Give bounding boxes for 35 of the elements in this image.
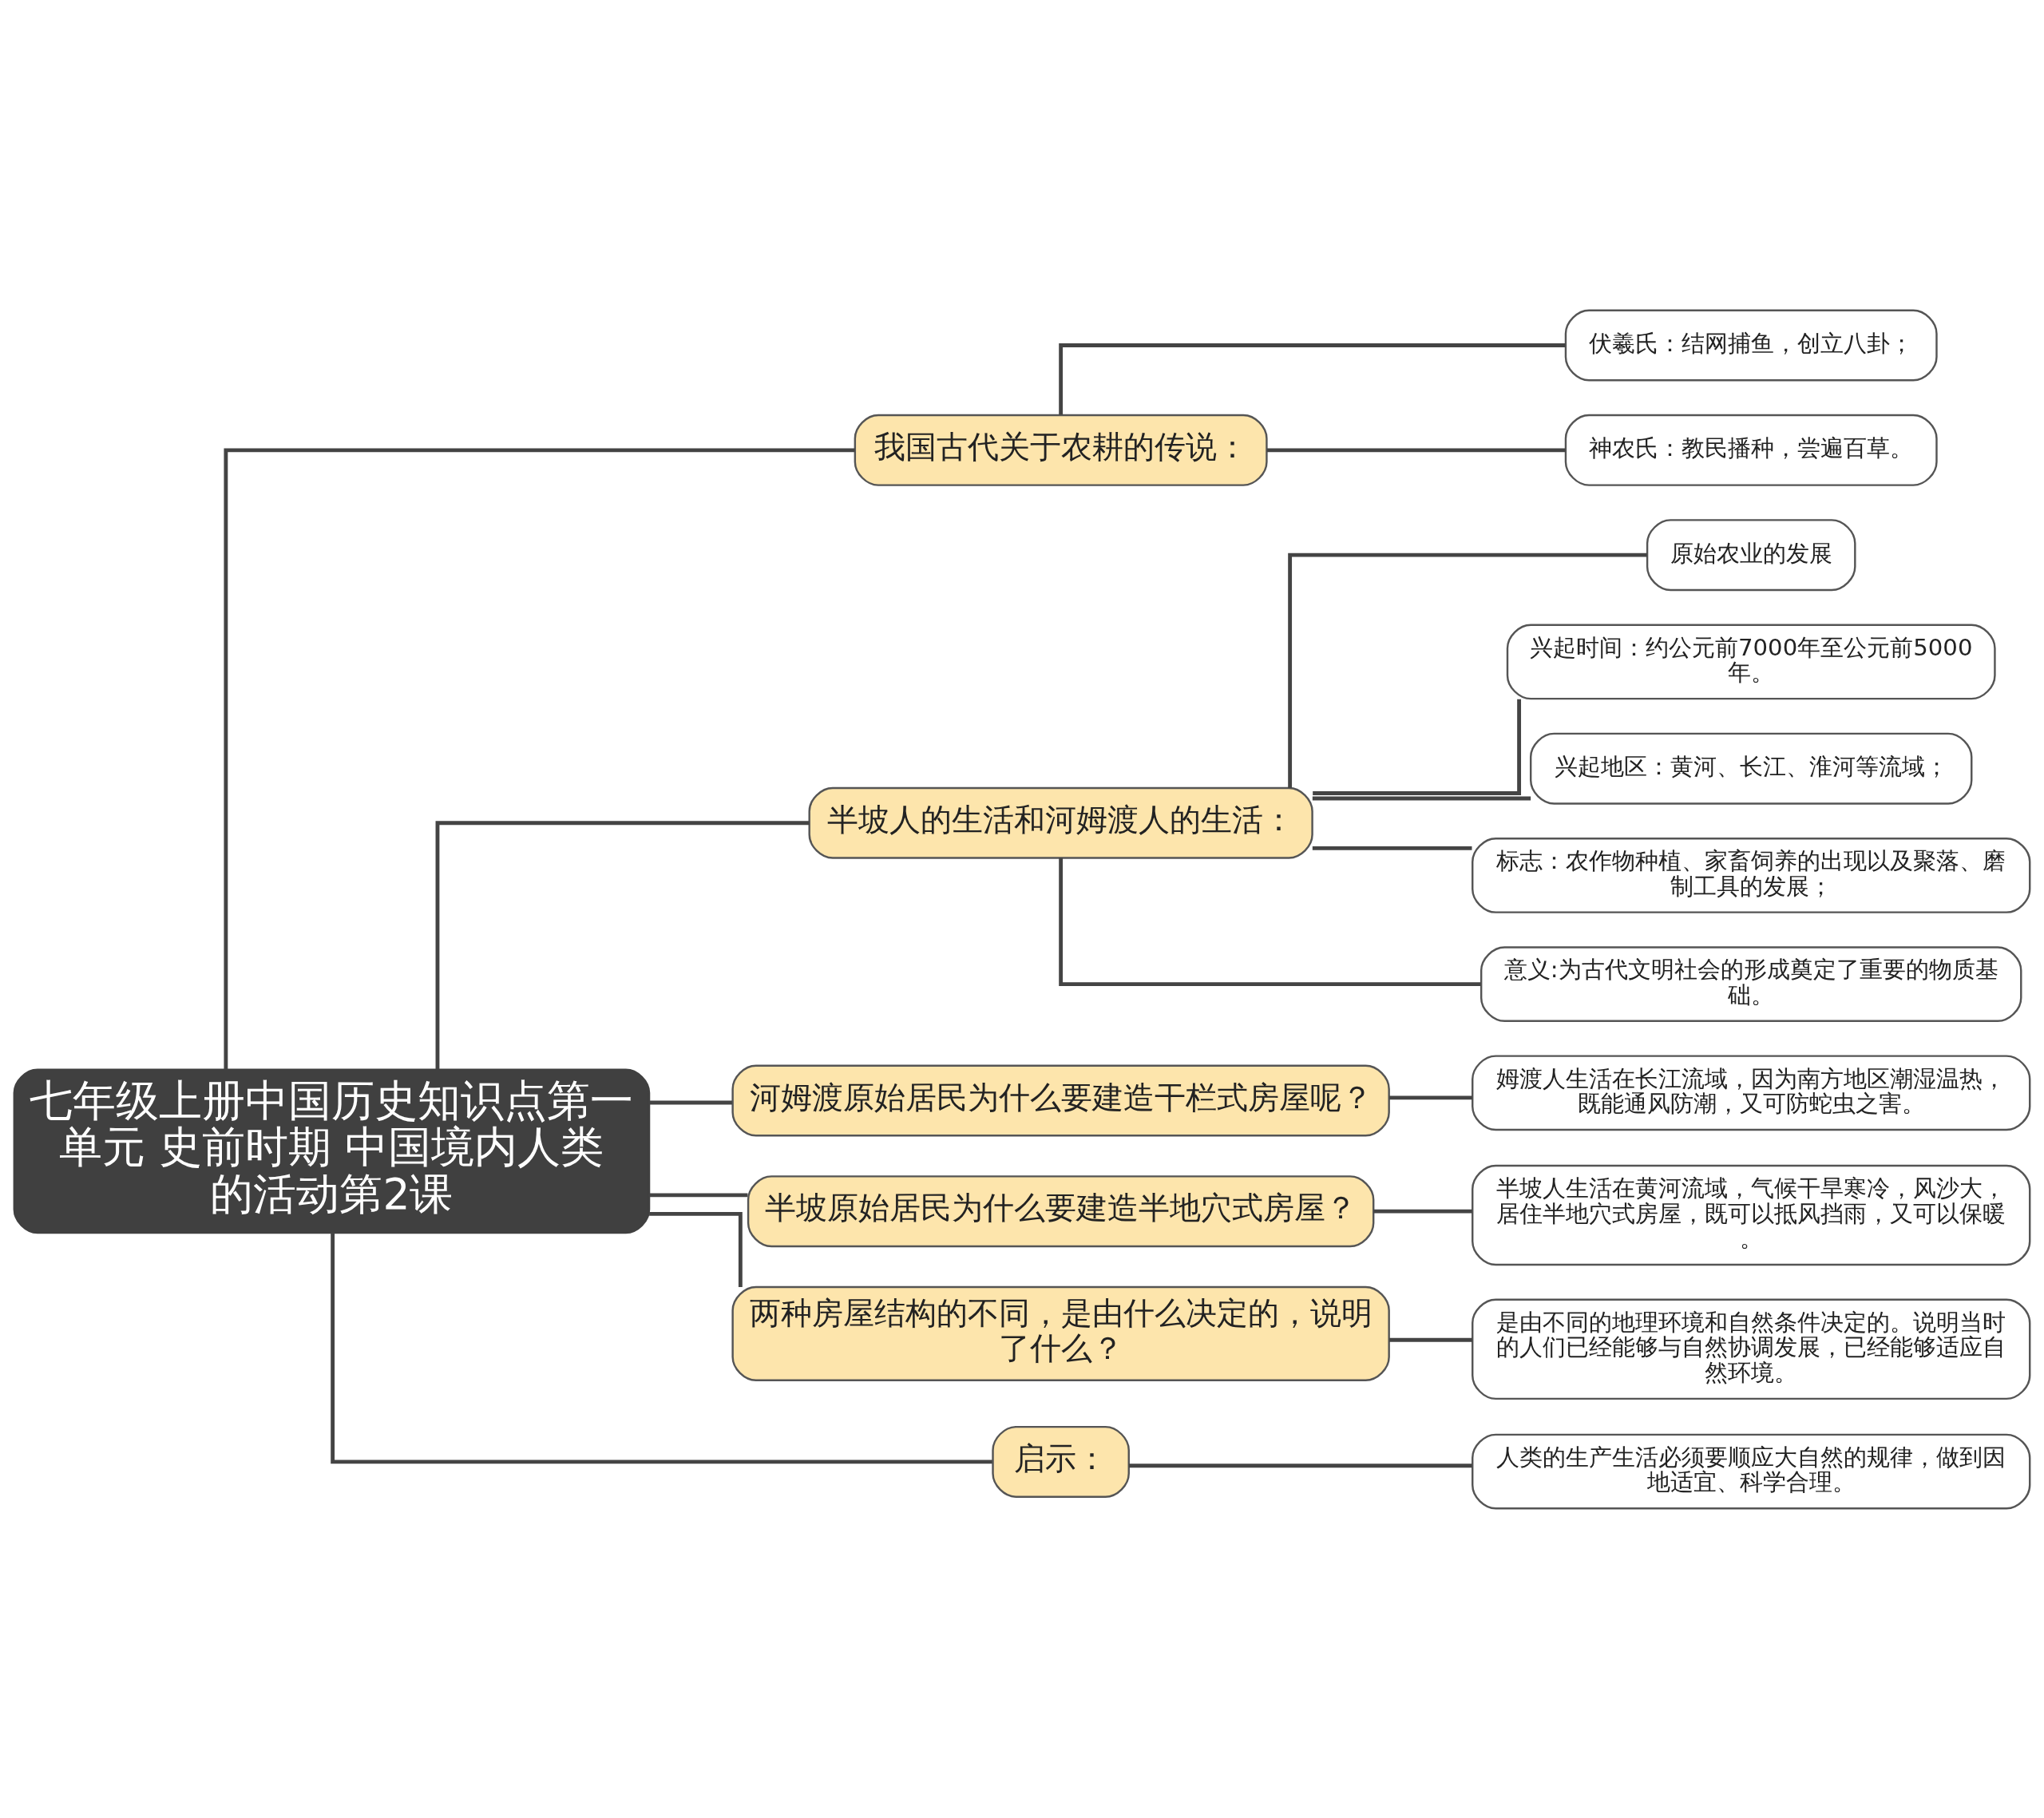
connector <box>1059 343 1566 414</box>
node-box: 神农氏：教民播种，尝遍百草。 <box>1564 414 1938 486</box>
connector <box>649 1100 732 1104</box>
connector <box>1128 1463 1472 1467</box>
node-box: 七年级上册中国历史知识点第一单元 史前时期 中国境内人类的活动第2课 <box>13 1067 651 1234</box>
connector <box>1266 447 1566 452</box>
connector <box>331 1232 992 1464</box>
node-box: 启示： <box>992 1425 1130 1498</box>
node-box: 原始农业的发展 <box>1646 518 1856 591</box>
node-box: 标志：农作物种植、家畜饲养的出现以及聚落、磨制工具的发展； <box>1472 837 2031 913</box>
node-box: 兴起地区：黄河、长江、淮河等流域； <box>1529 732 1973 805</box>
connector <box>1288 553 1647 788</box>
connector <box>649 1211 743 1287</box>
connector <box>1389 1095 1473 1099</box>
node-box: 伏羲氏：结网捕鱼，创立八卦； <box>1564 309 1938 381</box>
connector <box>435 820 810 1069</box>
connector <box>1312 846 1472 850</box>
node-box: 两种房屋结构的不同，是由什么决定的，说明了什么？ <box>731 1285 1390 1381</box>
node-box: 兴起时间：约公元前7000年至公元前5000年。 <box>1506 624 1996 699</box>
connector <box>1389 1337 1473 1342</box>
node-box: 半坡人生活在黄河流域，气候干旱寒冷，风沙大，居住半地穴式房屋，既可以抵风挡雨，又可以保暖。 <box>1472 1164 2031 1265</box>
node-box: 意义:为古代文明社会的形成奠定了重要的物质基础。 <box>1480 945 2022 1022</box>
connector <box>1313 699 1521 795</box>
connector <box>1373 1209 1472 1214</box>
connector <box>1312 796 1531 800</box>
node-box: 是由不同的地理环境和自然条件决定的。说明当时的人们已经能够与自然协调发展，已经能够适应自然环境。 <box>1472 1298 2031 1400</box>
connector <box>1059 858 1481 986</box>
node-box: 河姆渡原始居民为什么要建造干栏式房屋呢？ <box>731 1064 1390 1137</box>
connector <box>224 447 855 1069</box>
node-box: 人类的生产生活必须要顺应大自然的规律，做到因地适宜、科学合理。 <box>1472 1433 2031 1509</box>
node-box: 半坡人的生活和河姆渡人的生活： <box>808 786 1313 859</box>
node-box: 我国古代关于农耕的传说： <box>854 414 1268 486</box>
node-box: 姆渡人生活在长江流域，因为南方地区潮湿温热，既能通风防潮，又可防蛇虫之害。 <box>1472 1054 2031 1131</box>
node-box: 半坡原始居民为什么要建造半地穴式房屋？ <box>747 1174 1375 1247</box>
connector <box>649 1193 748 1197</box>
